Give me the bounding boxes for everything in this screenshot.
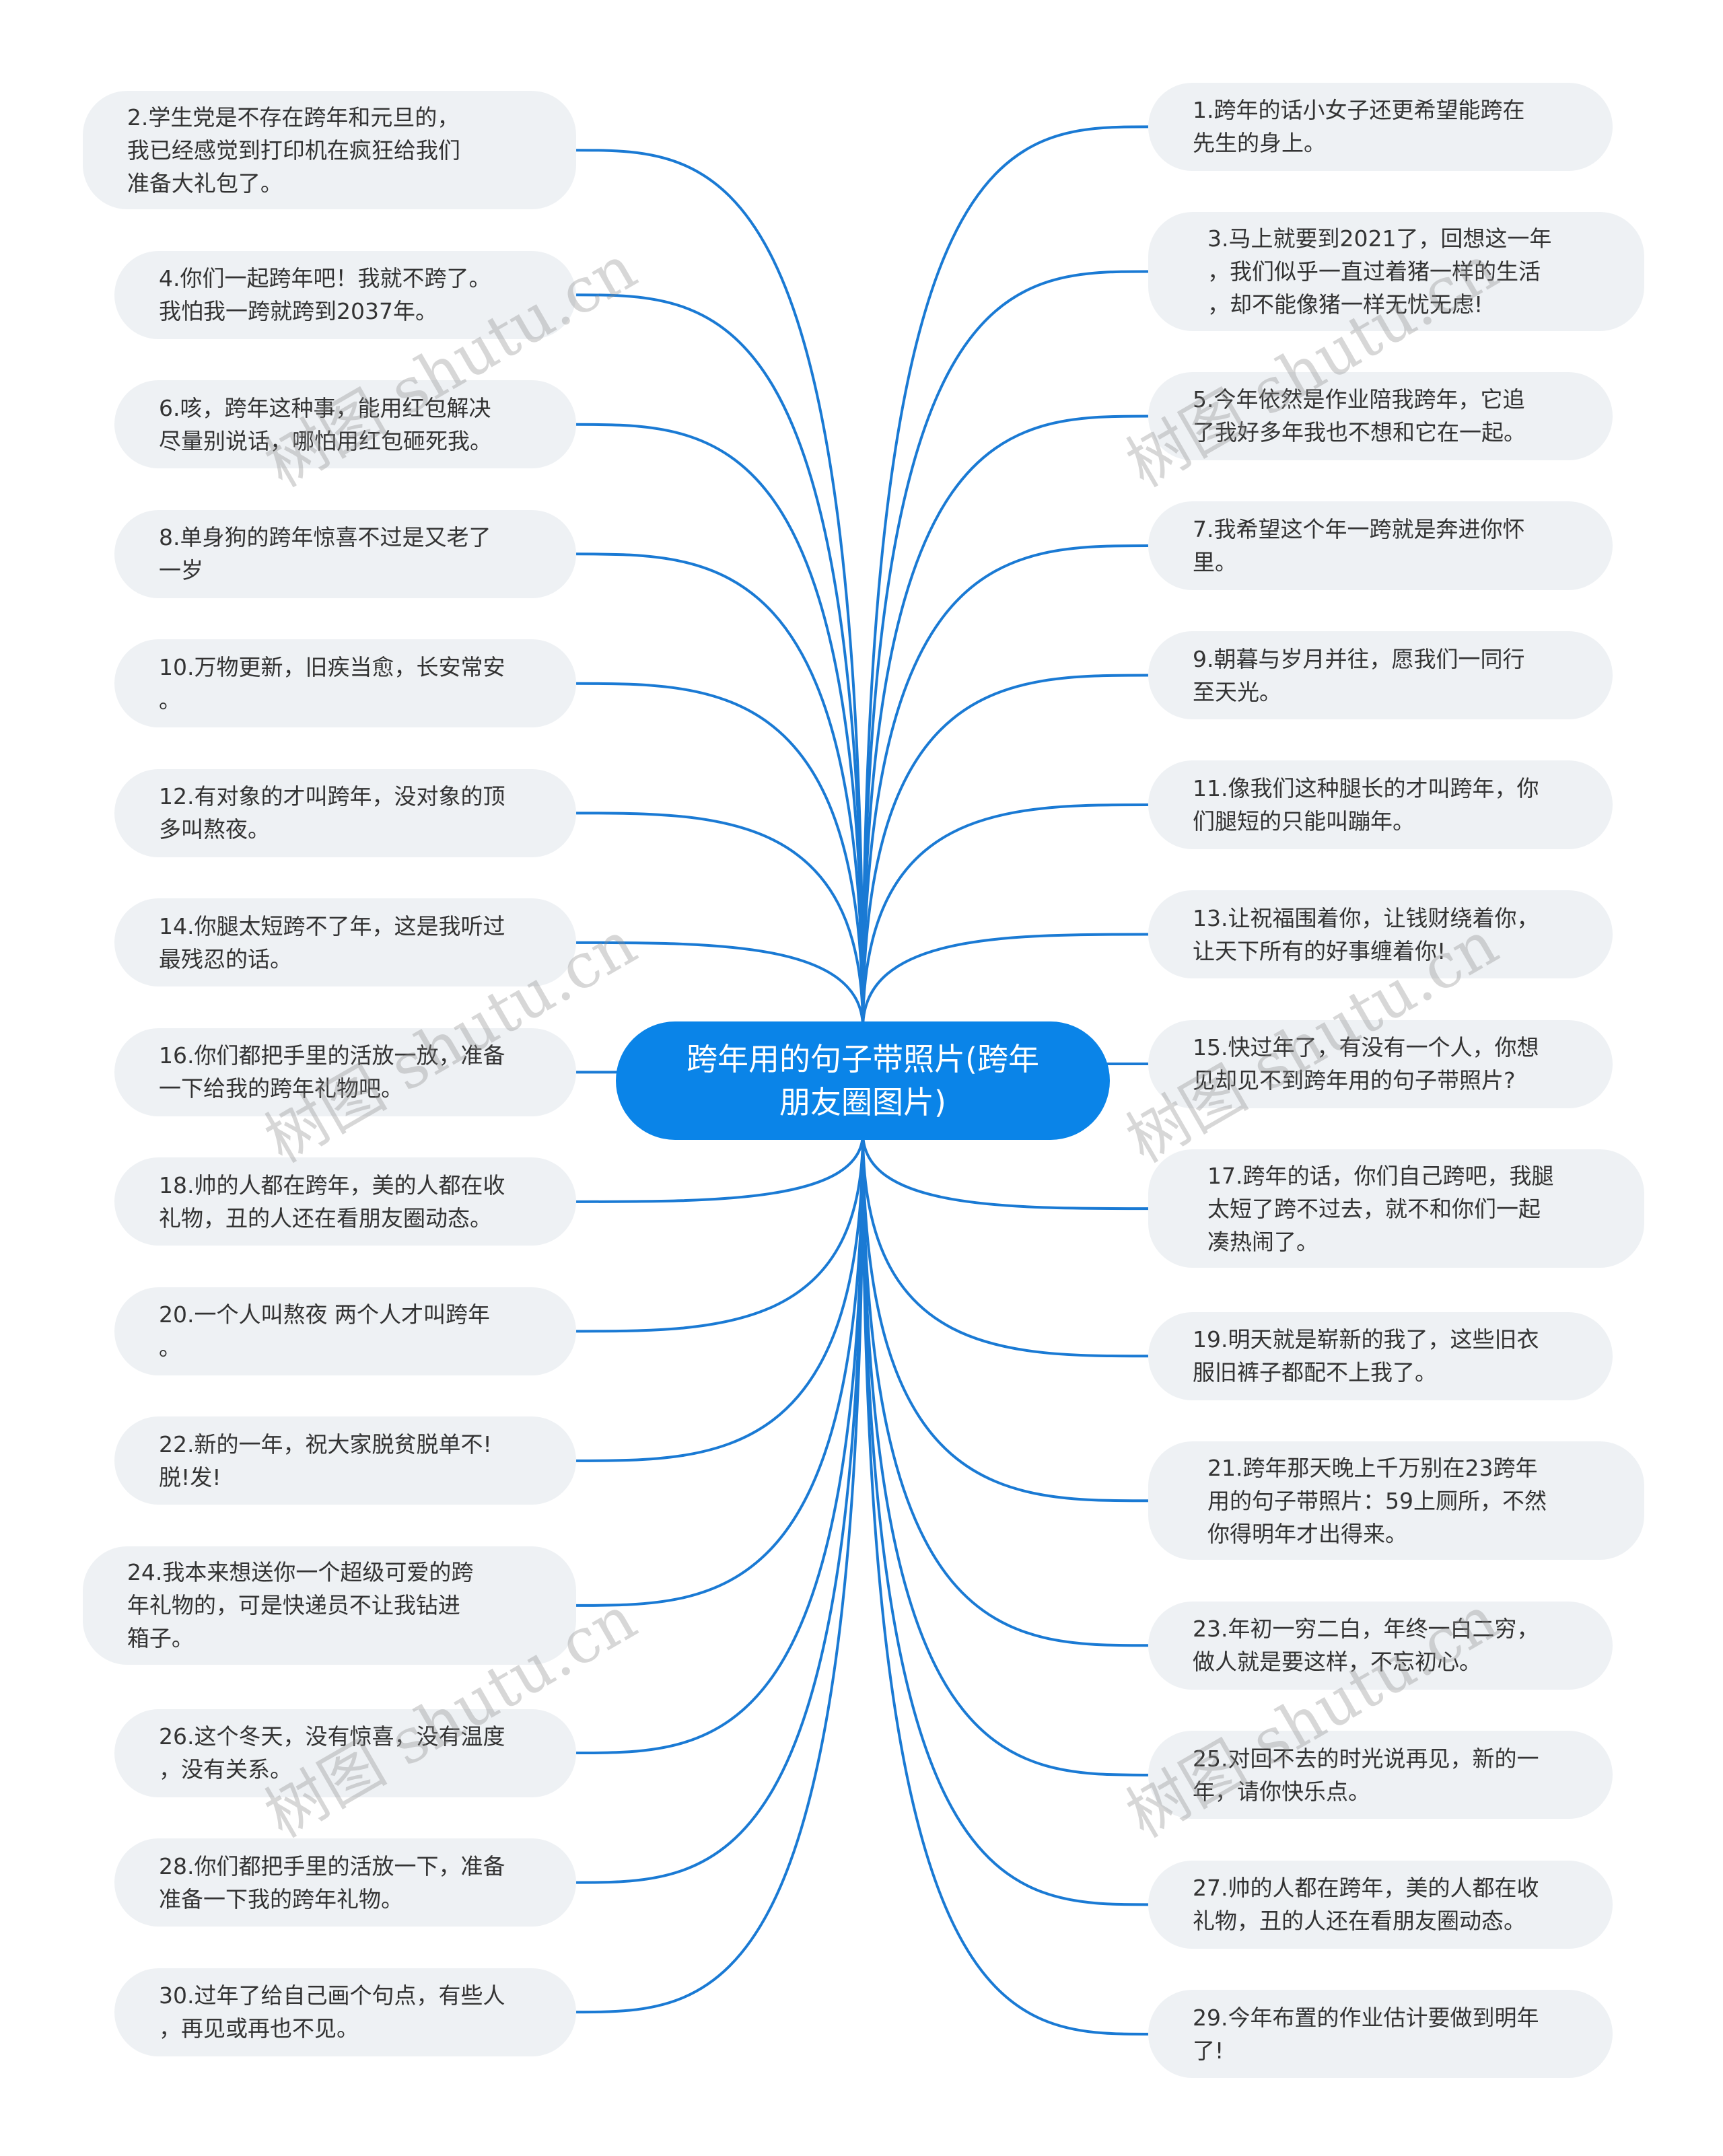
connector-line	[862, 415, 1148, 1028]
right-node[interactable]: 5.今年依然是作业陪我跨年，它追 了我好多年我也不想和它在一起。	[1148, 371, 1613, 461]
right-node[interactable]: 23.年初一穷二白，年终一白二穷， 做人就是要这样，不忘初心。	[1148, 1601, 1613, 1690]
left-node[interactable]: 18.帅的人都在跨年，美的人都在收 礼物，丑的人还在看朋友圈动态。	[114, 1157, 577, 1246]
connector-line	[862, 1133, 1148, 1211]
connector-line	[576, 941, 865, 1028]
connector-line	[862, 1133, 1148, 1358]
right-node[interactable]: 27.帅的人都在跨年，美的人都在收 礼物，丑的人还在看朋友圈动态。	[1148, 1860, 1613, 1949]
connector-line	[576, 682, 865, 1028]
left-node[interactable]: 14.你腿太短跨不了年，这是我听过 最残忍的话。	[114, 898, 577, 987]
connector-line	[576, 1133, 865, 1607]
left-node[interactable]: 26.这个冬天，没有惊喜，没有温度 ，没有关系。	[114, 1709, 577, 1797]
connector-line	[862, 125, 1148, 1028]
connector-line	[862, 1133, 1148, 2036]
connector-line	[576, 293, 865, 1028]
connector-line	[576, 1133, 865, 1203]
connector-line	[862, 674, 1148, 1028]
left-node[interactable]: 12.有对象的才叫跨年，没对象的顶 多叫熬夜。	[114, 768, 577, 857]
connector-line	[576, 423, 865, 1028]
connector-line	[576, 1133, 865, 1333]
connector-line	[576, 1133, 865, 1462]
right-node[interactable]: 29.今年布置的作业估计要做到明年 了!	[1148, 1990, 1613, 2079]
connector-line	[862, 1133, 1148, 1906]
left-node[interactable]: 16.你们都把手里的活放一放，准备 一下给我的跨年礼物吧。	[114, 1028, 577, 1116]
connector-line	[862, 1133, 1148, 1503]
connector-line	[576, 1133, 865, 1755]
connector-line	[862, 544, 1148, 1028]
left-node[interactable]: 10.万物更新，旧疾当愈，长安常安 。	[114, 639, 577, 728]
left-node[interactable]: 24.我本来想送你一个超级可爱的跨 年礼物的，可是快递员不让我钻进 箱子。	[82, 1546, 577, 1665]
left-node[interactable]: 6.咳，跨年这种事，能用红包解决 尽量别说话，哪怕用红包砸死我。	[114, 380, 577, 469]
left-node[interactable]: 28.你们都把手里的活放一下，准备 准备一下我的跨年礼物。	[114, 1838, 577, 1927]
right-node[interactable]: 19.明天就是崭新的我了，这些旧衣 服旧裤子都配不上我了。	[1148, 1311, 1613, 1400]
connector-line	[576, 1133, 865, 2014]
right-node[interactable]: 15.快过年了，有没有一个人，你想 见却见不到跨年用的句子带照片?	[1148, 1019, 1613, 1108]
right-node[interactable]: 9.朝暮与岁月并往，愿我们一同行 至天光。	[1148, 631, 1613, 720]
left-node[interactable]: 4.你们一起跨年吧！我就不跨了。 我怕我一跨就跨到2037年。	[114, 250, 577, 339]
left-node[interactable]: 2.学生党是不存在跨年和元旦的， 我已经感觉到打印机在疯狂给我们 准备大礼包了。	[82, 91, 577, 210]
left-node[interactable]: 8.单身狗的跨年惊喜不过是又老了 一岁	[114, 509, 577, 598]
connector-line	[862, 933, 1148, 1028]
connector-line	[862, 1133, 1148, 1647]
right-node[interactable]: 7.我希望这个年一跨就是奔进你怀 里。	[1148, 501, 1613, 590]
connector-line	[576, 552, 865, 1028]
left-node[interactable]: 30.过年了给自己画个句点，有些人 ，再见或再也不见。	[114, 1968, 577, 2056]
connector-line	[862, 1133, 1148, 1776]
right-node[interactable]: 1.跨年的话小女子还更希望能跨在 先生的身上。	[1148, 82, 1613, 171]
connector-line	[576, 1133, 865, 1884]
right-node[interactable]: 11.像我们这种腿长的才叫跨年，你 们腿短的只能叫蹦年。	[1148, 760, 1613, 849]
connector-line	[576, 149, 865, 1028]
right-node[interactable]: 13.让祝福围着你，让钱财绕着你， 让天下所有的好事缠着你!	[1148, 890, 1613, 979]
right-node[interactable]: 21.跨年那天晚上千万别在23跨年 用的句子带照片：59上厕所，不然 你得明年才…	[1148, 1441, 1645, 1560]
connector-line	[862, 803, 1148, 1028]
left-node[interactable]: 20.一个人叫熬夜 两个人才叫跨年 。	[114, 1287, 577, 1375]
right-node[interactable]: 17.跨年的话，你们自己跨吧，我腿 太短了跨不过去，就不和你们一起 凑热闹了。	[1148, 1149, 1645, 1268]
connector-line	[576, 812, 865, 1028]
central-topic[interactable]: 跨年用的句子带照片(跨年 朋友圈图片)	[616, 1021, 1110, 1140]
connector-line	[862, 270, 1148, 1028]
right-node[interactable]: 25.对回不去的时光说再见，新的一 年，请你快乐点。	[1148, 1731, 1613, 1820]
right-node[interactable]: 3.马上就要到2021了，回想这一年 ，我们似乎一直过着猪一样的生活 ，却不能像…	[1148, 212, 1645, 331]
left-node[interactable]: 22.新的一年，祝大家脱贫脱单不! 脱!发!	[114, 1416, 577, 1505]
